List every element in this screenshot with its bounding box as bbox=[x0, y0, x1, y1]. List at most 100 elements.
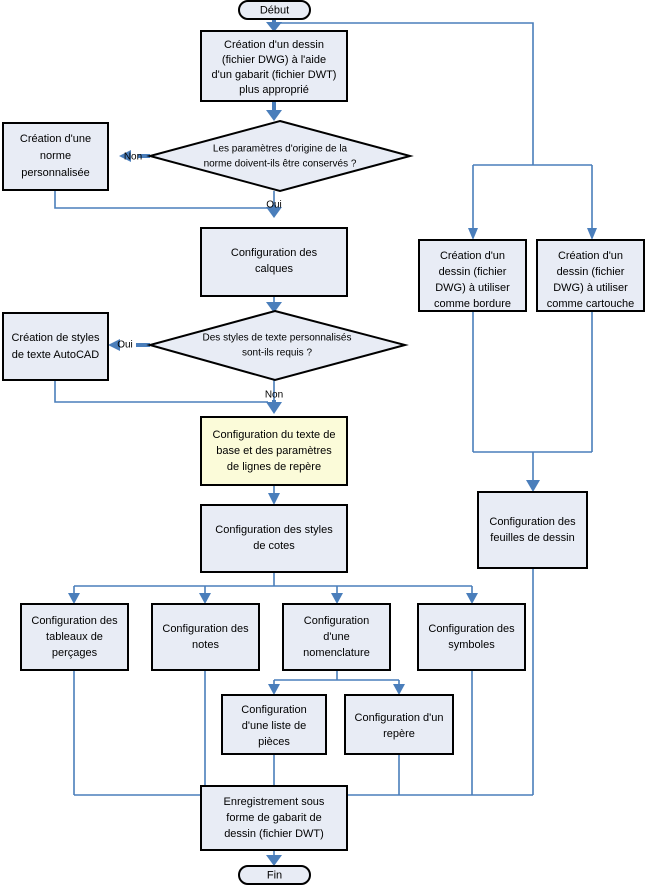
node-creation-styles-texte[interactable]: Création de styles de texte AutoCAD bbox=[2, 312, 109, 381]
enregistrement-line-1: Enregistrement sous bbox=[224, 796, 325, 808]
config-texte-base-line-1: Configuration du texte de bbox=[213, 429, 336, 441]
config-nomenclature-line-2: d'une bbox=[323, 631, 350, 643]
node-config-liste-pieces[interactable]: Configuration d'une liste de pièces bbox=[221, 694, 327, 755]
decision-norme-line-1: Les paramètres d'origine de la bbox=[213, 144, 348, 155]
decision-styles-texte-shape bbox=[146, 309, 409, 382]
arrowhead-to-bordure bbox=[468, 228, 478, 240]
node-enregistrement[interactable]: Enregistrement sous forme de gabarit de … bbox=[200, 785, 348, 851]
arrowhead-start-to-creation bbox=[266, 22, 282, 32]
config-repere-line-1: Configuration d'un bbox=[355, 712, 444, 724]
creation-norme-line-3: personnalisée bbox=[21, 167, 90, 179]
creation-bordure-line-3: DWG) à utiliser bbox=[435, 282, 510, 294]
config-nomenclature-line-1: Configuration bbox=[304, 615, 369, 627]
config-symboles-line-2: symboles bbox=[448, 639, 495, 651]
config-nomenclature-line-3: nomenclature bbox=[303, 647, 370, 659]
arrowhead-decision-norme-non bbox=[119, 150, 131, 162]
arrowhead-fan-to-symboles bbox=[466, 593, 478, 604]
node-config-styles-cotes[interactable]: Configuration des styles de cotes bbox=[200, 504, 348, 573]
arrowhead-texte-to-cotes bbox=[268, 493, 280, 505]
config-styles-cotes-shape bbox=[200, 504, 348, 573]
node-creation-norme[interactable]: Création d'une norme personnalisée bbox=[2, 122, 109, 191]
config-feuilles-line-2: feuilles de dessin bbox=[490, 532, 574, 544]
node-creation-dessin[interactable]: Création d'un dessin (fichier DWG) à l'a… bbox=[200, 30, 348, 102]
start-terminator-shape bbox=[238, 0, 311, 20]
config-styles-cotes-line-1: Configuration des styles bbox=[215, 524, 333, 536]
decision-styles-texte-line-2: sont-ils requis ? bbox=[242, 348, 312, 359]
creation-norme-shape bbox=[2, 122, 109, 191]
creation-dessin-line-4: plus approprié bbox=[239, 84, 309, 96]
config-liste-pieces-line-2: d'une liste de bbox=[242, 720, 306, 732]
node-config-notes[interactable]: Configuration des notes bbox=[151, 603, 260, 671]
arrowhead-creation-to-decision-norme bbox=[266, 110, 282, 121]
node-start[interactable]: Début bbox=[238, 0, 311, 20]
creation-cartouche-line-3: DWG) à utiliser bbox=[553, 282, 628, 294]
arrowhead-merge-to-texte-base bbox=[266, 402, 282, 414]
creation-styles-texte-line-1: Création de styles bbox=[11, 332, 100, 344]
creation-bordure-line-2: dessin (fichier bbox=[439, 266, 507, 278]
config-texte-base-line-2: base et des paramètres bbox=[216, 445, 332, 457]
creation-cartouche-line-4: comme cartouche bbox=[547, 298, 634, 310]
creation-cartouche-line-1: Création d'un bbox=[558, 250, 623, 262]
enregistrement-shape bbox=[200, 785, 348, 851]
arrowhead-to-repere bbox=[393, 684, 405, 695]
config-repere-line-2: repère bbox=[383, 728, 415, 740]
node-creation-bordure[interactable]: Création d'un dessin (fichier DWG) à uti… bbox=[418, 239, 527, 312]
config-calques-line-1: Configuration des bbox=[231, 247, 318, 259]
config-repere-shape bbox=[344, 694, 454, 755]
arrowhead-fan-to-nomenclature bbox=[331, 593, 343, 604]
node-config-texte-base[interactable]: Configuration du texte de base et des pa… bbox=[200, 416, 348, 486]
config-nomenclature-shape bbox=[282, 603, 391, 671]
config-symboles-line-1: Configuration des bbox=[428, 623, 515, 635]
config-feuilles-shape bbox=[477, 491, 588, 569]
config-calques-shape bbox=[200, 227, 348, 297]
enregistrement-line-2: forme de gabarit de bbox=[226, 812, 321, 824]
config-texte-base-line-3: de lignes de repère bbox=[227, 461, 321, 473]
enregistrement-line-3: dessin (fichier DWT) bbox=[224, 828, 324, 840]
edge-creation-styles-return bbox=[54, 380, 268, 403]
end-terminator-shape bbox=[238, 865, 311, 885]
node-decision-norme[interactable]: Les paramètres d'origine de la norme doi… bbox=[146, 119, 414, 193]
edge-label-styles-oui: Oui bbox=[117, 340, 133, 351]
node-end[interactable]: Fin bbox=[238, 865, 311, 885]
decision-norme-shape bbox=[146, 119, 414, 193]
config-tableaux-percages-line-1: Configuration des bbox=[31, 615, 118, 627]
node-config-calques[interactable]: Configuration des calques bbox=[200, 227, 348, 297]
config-liste-pieces-line-3: pièces bbox=[258, 736, 290, 748]
end-label: Fin bbox=[267, 869, 282, 881]
config-tableaux-percages-line-2: tableaux de bbox=[46, 631, 103, 643]
node-config-feuilles[interactable]: Configuration des feuilles de dessin bbox=[477, 491, 588, 569]
creation-dessin-shape bbox=[200, 30, 348, 102]
arrowhead-fan-to-notes bbox=[199, 593, 211, 604]
config-notes-line-2: notes bbox=[192, 639, 219, 651]
arrowhead-to-liste-pieces bbox=[268, 684, 280, 695]
node-config-nomenclature[interactable]: Configuration d'une nomenclature bbox=[282, 603, 391, 671]
edge-creation-norme-return bbox=[54, 190, 268, 209]
arrowhead-fan-to-percages bbox=[68, 593, 80, 604]
creation-cartouche-line-2: dessin (fichier bbox=[557, 266, 625, 278]
creation-dessin-line-1: Création d'un dessin bbox=[224, 39, 324, 51]
node-config-symboles[interactable]: Configuration des symboles bbox=[417, 603, 526, 671]
config-symboles-shape bbox=[417, 603, 526, 671]
node-decision-styles-texte[interactable]: Des styles de texte personnalisés sont-i… bbox=[146, 309, 409, 382]
edge-start-to-right-column bbox=[274, 22, 534, 165]
creation-bordure-line-4: comme bordure bbox=[434, 298, 511, 310]
node-config-repere[interactable]: Configuration d'un repère bbox=[344, 694, 454, 755]
arrowhead-decision-styles-oui bbox=[108, 339, 120, 351]
config-notes-line-1: Configuration des bbox=[162, 623, 249, 635]
config-tableaux-percages-shape bbox=[20, 603, 129, 671]
arrowhead-enregistrement-to-fin bbox=[266, 855, 282, 866]
creation-norme-line-1: Création d'une bbox=[20, 133, 91, 145]
arrowhead-merge-to-feuilles bbox=[526, 480, 540, 492]
node-config-tableaux-percages[interactable]: Configuration des tableaux de perçages bbox=[20, 603, 129, 671]
creation-cartouche-shape bbox=[536, 239, 645, 312]
decision-norme-line-2: norme doivent-ils être conservés ? bbox=[204, 159, 357, 170]
creation-styles-texte-shape bbox=[2, 312, 109, 381]
edge-label-styles-non: Non bbox=[265, 390, 283, 401]
creation-bordure-line-1: Création d'un bbox=[440, 250, 505, 262]
edge-label-norme-non: Non bbox=[124, 152, 142, 163]
node-creation-cartouche[interactable]: Création d'un dessin (fichier DWG) à uti… bbox=[536, 239, 645, 312]
config-tableaux-percages-line-3: perçages bbox=[52, 647, 98, 659]
creation-styles-texte-line-2: de texte AutoCAD bbox=[12, 349, 99, 361]
